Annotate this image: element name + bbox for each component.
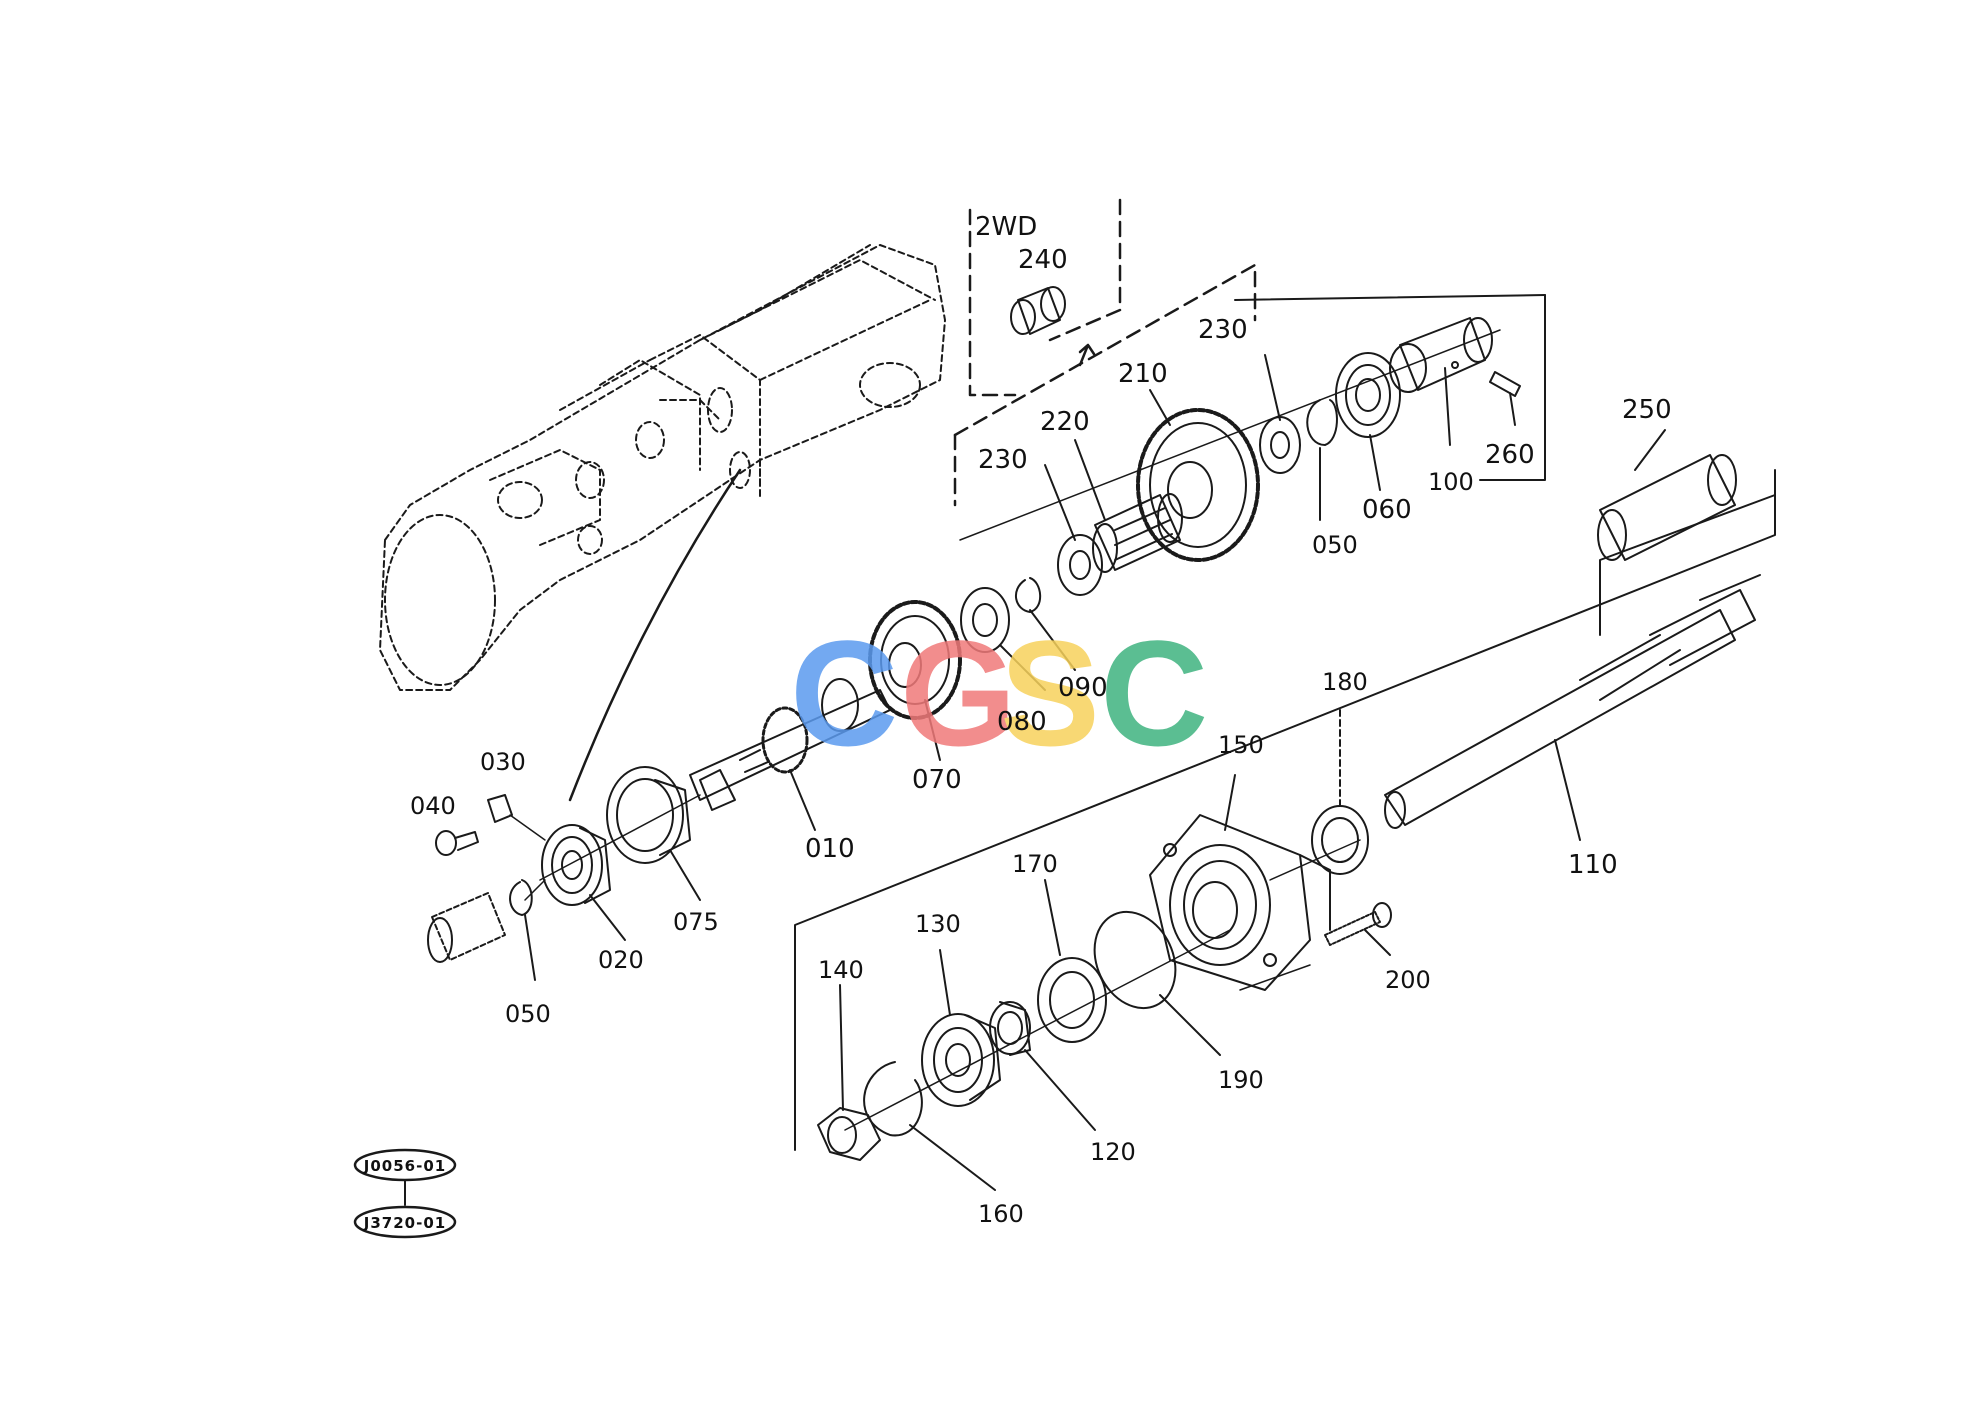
part-label-010: 010 — [805, 834, 855, 864]
part-010-shaft — [689, 678, 891, 811]
part-240-collar — [1010, 286, 1066, 335]
part-label-020: 020 — [598, 946, 644, 974]
part-label-180: 180 — [1322, 668, 1368, 696]
part-label-130: 130 — [915, 910, 961, 938]
part-050-snap-ring — [1306, 399, 1338, 446]
part-260-pin — [1489, 371, 1521, 397]
part-200-bolt — [1324, 902, 1392, 946]
part-label-210: 210 — [1118, 359, 1168, 389]
part-075-ring — [606, 766, 691, 864]
part-label-080: 080 — [997, 707, 1047, 737]
part-label-170: 170 — [1012, 850, 1058, 878]
part-150-housing — [1149, 814, 1331, 991]
part-label-200: 200 — [1385, 966, 1431, 994]
part-160-circlip — [863, 1061, 923, 1137]
label-leaders — [404, 354, 1666, 1206]
part-label-160: 160 — [978, 1200, 1024, 1228]
part-label-110: 110 — [1568, 850, 1618, 880]
part-label-060: 060 — [1362, 495, 1412, 525]
2wd-dashed-box — [953, 198, 1257, 507]
watermark-logo: C G S C — [790, 609, 1208, 777]
watermark-letter-2: G — [900, 609, 1017, 777]
part-030-stopper — [487, 794, 513, 823]
part-230-washer — [1057, 416, 1301, 596]
reference-code-1: J0056-01 — [363, 1157, 446, 1175]
part-070-gear — [868, 600, 962, 720]
part-210-gear — [1136, 408, 1260, 562]
transmission-case-drawing — [379, 244, 946, 691]
part-label-230-upper: 230 — [1198, 315, 1248, 345]
part-050-snap-ring — [509, 879, 533, 916]
part-label-150: 150 — [1218, 731, 1264, 759]
part-090-snap-ring — [1015, 577, 1042, 613]
part-080-washer — [960, 587, 1010, 653]
part-190-o-ring — [1093, 910, 1177, 1010]
part-sleeve-lower — [427, 892, 506, 963]
part-100-sleeve — [1389, 317, 1493, 393]
part-130-bearing — [921, 1013, 1001, 1107]
watermark-letter-4: C — [1100, 609, 1208, 777]
part-label-140: 140 — [818, 956, 864, 984]
part-label-050-upper: 050 — [1312, 531, 1358, 559]
part-110-shaft — [1384, 574, 1761, 829]
part-labels: 2WD 010 020 030 040 050 050 060 070 075 … — [410, 212, 1672, 1228]
part-140-nut — [817, 1107, 881, 1161]
part-label-050-lower: 050 — [505, 1000, 551, 1028]
part-020-bearing — [541, 824, 611, 906]
part-label-040: 040 — [410, 792, 456, 820]
watermark-letter-1: C — [790, 609, 898, 777]
leader-line — [568, 468, 742, 802]
part-label-070: 070 — [912, 765, 962, 795]
part-250-pipe — [1597, 454, 1737, 561]
reference-code-2: J3720-01 — [363, 1214, 446, 1232]
part-label-260: 260 — [1485, 440, 1535, 470]
part-label-030: 030 — [480, 748, 526, 776]
watermark-letter-3: S — [1000, 609, 1100, 777]
part-040-bolt — [435, 830, 479, 856]
part-label-120: 120 — [1090, 1138, 1136, 1166]
part-label-075: 075 — [673, 908, 719, 936]
part-label-230-lower: 230 — [978, 445, 1028, 475]
part-label-220: 220 — [1040, 407, 1090, 437]
part-label-240: 240 — [1018, 245, 1068, 275]
part-060-bearing — [1335, 352, 1401, 438]
part-label-250: 250 — [1622, 395, 1672, 425]
part-label-090: 090 — [1058, 673, 1108, 703]
part-label-100: 100 — [1428, 468, 1474, 496]
group-label-2wd: 2WD — [975, 212, 1037, 242]
reference-codes: J0056-01 J3720-01 — [353, 1148, 457, 1239]
part-label-190: 190 — [1218, 1066, 1264, 1094]
